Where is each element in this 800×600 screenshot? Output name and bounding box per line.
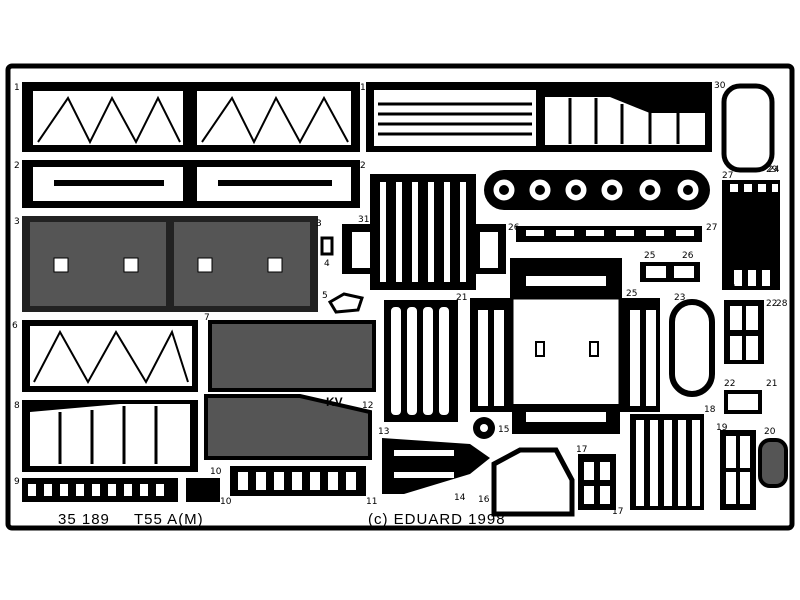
part-3-mesh-panels xyxy=(22,216,318,312)
part-1-truss-panels xyxy=(22,82,360,152)
part-number: 7 xyxy=(204,313,210,323)
part-rings xyxy=(484,170,710,210)
part-16-frame xyxy=(491,447,575,517)
part-20 xyxy=(758,438,788,488)
part-30-ribbed-box xyxy=(342,174,506,290)
part-number: 20 xyxy=(764,427,776,437)
part-number: 2 xyxy=(360,161,366,171)
part-number: 9 xyxy=(14,477,20,487)
part-11-strip xyxy=(230,466,366,496)
part-22 xyxy=(724,300,764,364)
part-number: 17 xyxy=(576,445,587,455)
part-number: 13 xyxy=(378,427,389,437)
part-25-tabs xyxy=(640,262,700,282)
part-number: 27 xyxy=(706,223,717,233)
part-number: 22 xyxy=(766,299,777,309)
part-number: 23 xyxy=(724,283,735,293)
part-10 xyxy=(186,478,220,502)
part-number: 28 xyxy=(776,299,788,309)
part-9-strip xyxy=(22,478,178,502)
part-number: 21 xyxy=(456,293,467,303)
part-number: 11 xyxy=(366,497,377,507)
part-number: 30 xyxy=(714,81,726,91)
part-23-oval xyxy=(669,299,715,397)
part-number: 31 xyxy=(358,215,369,225)
fret-code: 35 189 xyxy=(58,511,110,528)
part-29-oval-frame xyxy=(721,83,775,173)
part-number: 27 xyxy=(722,171,733,181)
part-24-hatch xyxy=(470,258,660,434)
part-number: 23 xyxy=(674,293,685,303)
part-5 xyxy=(327,292,364,314)
part-number: 3 xyxy=(316,219,322,229)
part-2-strips xyxy=(22,160,360,208)
part-number: 21 xyxy=(766,379,777,389)
part-number: 19 xyxy=(716,423,728,433)
part-number: 29 xyxy=(766,165,778,175)
part-number: 4 xyxy=(324,259,330,269)
part-number: 26 xyxy=(508,223,520,233)
part-number: 22 xyxy=(724,379,735,389)
part-13-14-fork xyxy=(382,438,490,494)
kv-marking: KV xyxy=(326,395,343,409)
part-number: 1 xyxy=(360,83,366,93)
part-21-bars xyxy=(384,300,458,422)
part-number: 15 xyxy=(498,425,509,435)
part-number: 25 xyxy=(644,251,655,261)
part-4 xyxy=(320,236,334,256)
part-27-28-column xyxy=(722,180,780,290)
part-17 xyxy=(578,454,616,510)
part-number: 17 xyxy=(612,507,623,517)
part-18-ribbed-plate xyxy=(630,414,704,510)
part-1-grille xyxy=(366,82,712,152)
model-name: T55 A(M) xyxy=(134,511,204,528)
part-number: 3 xyxy=(14,217,20,227)
part-number: 1 xyxy=(14,83,20,93)
part-number: 26 xyxy=(682,251,694,261)
part-12-mesh-panel: KV xyxy=(204,394,372,460)
part-number: 18 xyxy=(704,405,716,415)
part-number: 24 xyxy=(768,165,780,175)
part-8-panel xyxy=(22,400,198,472)
part-6-truss xyxy=(22,320,198,392)
part-number: 5 xyxy=(322,291,328,301)
part-7-mesh xyxy=(208,320,376,392)
part-number: 25 xyxy=(626,289,637,299)
part-number: 10 xyxy=(220,497,232,507)
part-number: 16 xyxy=(478,495,490,505)
part-number: 12 xyxy=(362,401,373,411)
part-number: 8 xyxy=(14,401,20,411)
part-number: 2 xyxy=(14,161,20,171)
part-number: 14 xyxy=(454,493,466,503)
part-26-clips xyxy=(516,226,702,242)
part-19 xyxy=(720,430,756,510)
part-21-small xyxy=(724,390,762,414)
part-number-labels: 1 1 2 2 3 3 4 5 6 7 8 9 10 10 11 12 13 1… xyxy=(12,81,788,517)
fret-frame xyxy=(5,63,795,531)
part-number: 10 xyxy=(210,467,222,477)
copyright: (c) EDUARD 1998 xyxy=(368,511,506,528)
part-number: 6 xyxy=(12,321,18,331)
